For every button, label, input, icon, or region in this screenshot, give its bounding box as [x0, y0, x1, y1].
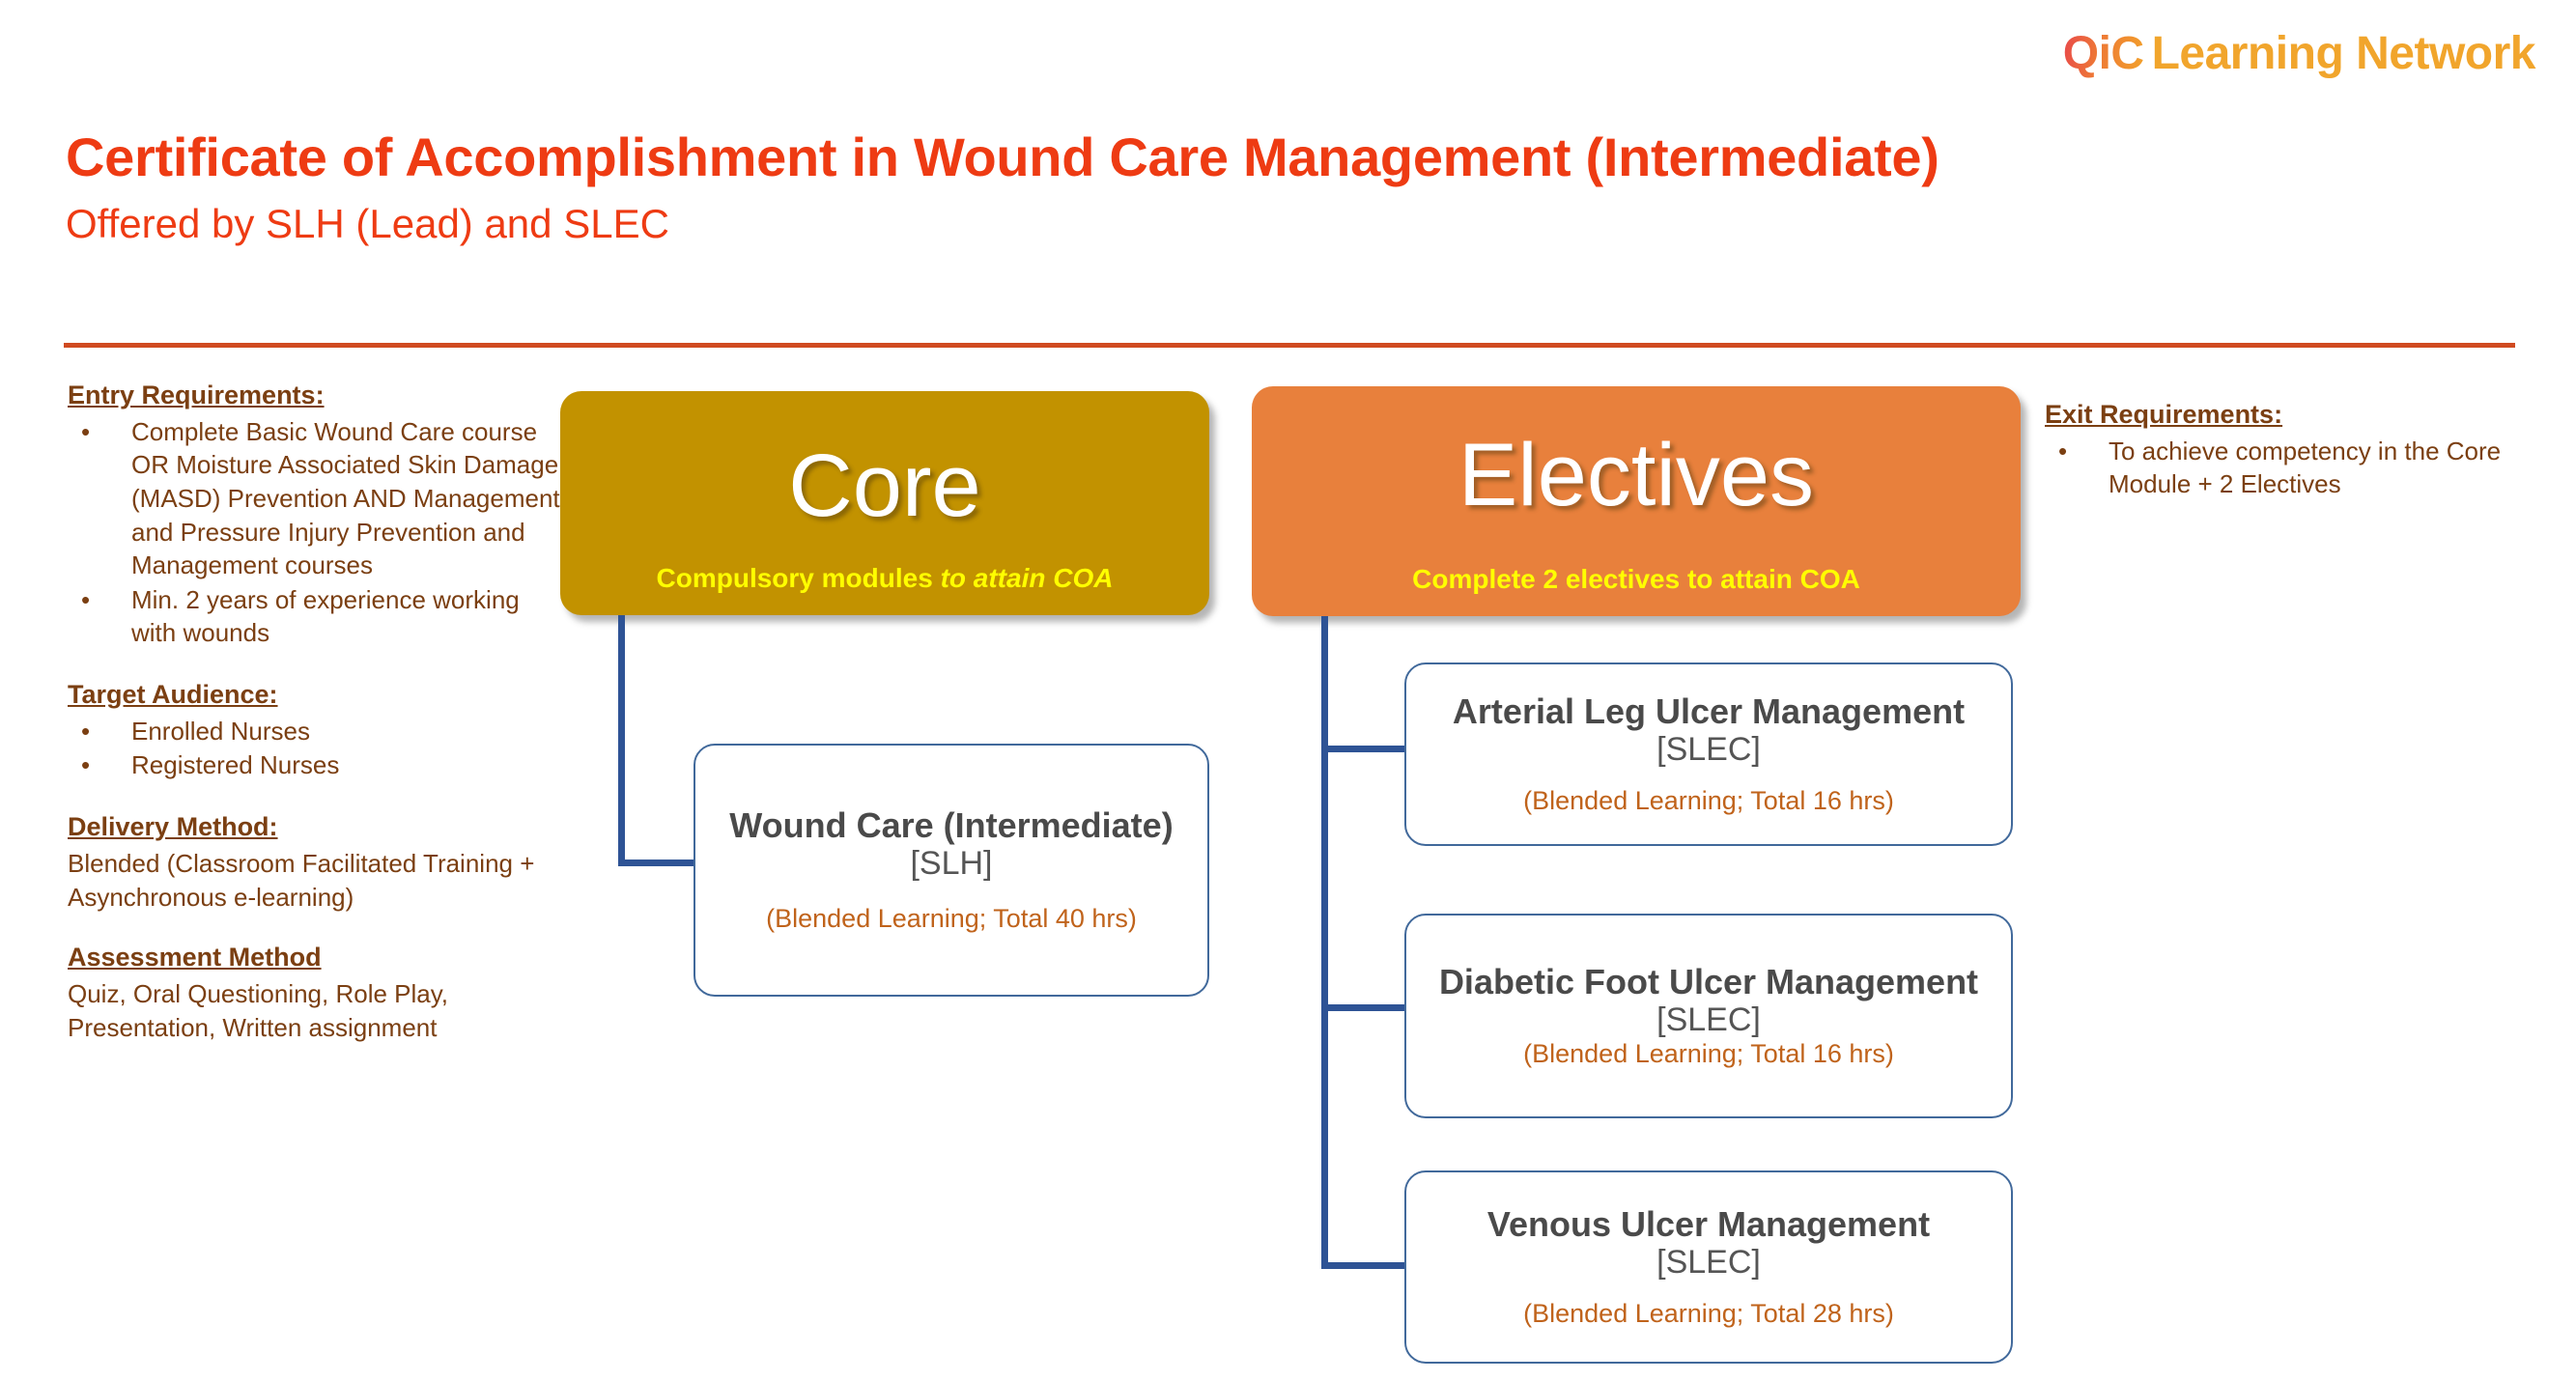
- target-audience-heading: Target Audience:: [68, 679, 278, 709]
- target-audience-list: • Enrolled Nurses • Registered Nurses: [68, 715, 570, 782]
- core-subtitle-plain: Compulsory modules: [656, 563, 941, 594]
- module-card-venous-ulcer[interactable]: Venous Ulcer Management [SLEC] (Blended …: [1404, 1170, 2013, 1364]
- entry-requirements-list: • Complete Basic Wound Care course OR Moi…: [68, 415, 570, 650]
- electives-connector-trunk: [1321, 616, 1328, 1269]
- module-provider-code: [SLEC]: [1656, 731, 1761, 769]
- bullet-icon: •: [81, 750, 91, 780]
- assessment-method-heading: Assessment Method: [68, 943, 322, 972]
- core-category-subtitle: Compulsory modules to attain COA: [560, 563, 1209, 594]
- list-item-text: Registered Nurses: [131, 750, 340, 780]
- list-item-text: Enrolled Nurses: [131, 716, 310, 746]
- bullet-icon: •: [81, 584, 91, 614]
- bullet-icon: •: [81, 716, 91, 746]
- bullet-icon: •: [2058, 436, 2068, 465]
- header-divider-rule: [64, 343, 2515, 348]
- core-subtitle-italic: to attain COA: [940, 563, 1114, 594]
- module-hours: (Blended Learning; Total 16 hrs): [1523, 1039, 1894, 1069]
- delivery-method-heading: Delivery Method:: [68, 812, 278, 842]
- module-hours: (Blended Learning; Total 16 hrs): [1523, 786, 1894, 816]
- module-hours: (Blended Learning; Total 28 hrs): [1523, 1299, 1894, 1329]
- page-subtitle: Offered by SLH (Lead) and SLEC: [66, 201, 669, 246]
- module-title: Arterial Leg Ulcer Management: [1452, 690, 1966, 731]
- delivery-method-text: Blended (Classroom Facilitated Training …: [68, 848, 535, 912]
- entry-requirements-heading: Entry Requirements:: [68, 380, 325, 409]
- list-item: • Enrolled Nurses: [68, 715, 570, 748]
- exit-requirements-list: • To achieve competency in the Core Modul…: [2045, 435, 2508, 501]
- core-category-title: Core: [788, 437, 981, 535]
- electives-category-subtitle: Complete 2 electives to attain COA: [1412, 564, 1860, 595]
- core-connector-branch: [618, 860, 699, 866]
- logo-suffix-text: Learning Network: [2151, 28, 2536, 79]
- list-item: • Registered Nurses: [68, 748, 570, 782]
- list-item-text: Complete Basic Wound Care course OR Mois…: [131, 416, 560, 580]
- module-provider-code: [SLEC]: [1656, 1001, 1761, 1039]
- module-title: Venous Ulcer Management: [1486, 1203, 1931, 1244]
- left-info-column: Entry Requirements: • Complete Basic Woun…: [68, 379, 570, 1044]
- logo-brand-text: QiC: [2062, 28, 2144, 79]
- module-card-arterial-leg-ulcer[interactable]: Arterial Leg Ulcer Management [SLEC] (Bl…: [1404, 662, 2013, 846]
- electives-connector-branch-1: [1321, 746, 1410, 752]
- list-item: • To achieve competency in the Core Modul…: [2045, 435, 2508, 501]
- right-info-column: Exit Requirements: • To achieve competenc…: [2045, 398, 2508, 502]
- bullet-icon: •: [81, 416, 91, 446]
- module-provider-code: [SLEC]: [1656, 1244, 1761, 1282]
- list-item: • Complete Basic Wound Care course OR Moi…: [68, 415, 570, 582]
- module-card-diabetic-foot-ulcer[interactable]: Diabetic Foot Ulcer Management [SLEC] (B…: [1404, 914, 2013, 1118]
- module-title: Diabetic Foot Ulcer Management: [1438, 961, 1979, 1001]
- module-title: Wound Care (Intermediate): [729, 804, 1174, 845]
- electives-category-title: Electives: [1458, 426, 1815, 524]
- exit-requirements-heading: Exit Requirements:: [2045, 400, 2283, 429]
- spacer: [68, 783, 570, 810]
- module-hours: (Blended Learning; Total 40 hrs): [766, 904, 1137, 934]
- electives-connector-branch-3: [1321, 1262, 1410, 1269]
- core-connector-trunk: [618, 615, 625, 866]
- electives-category-box[interactable]: Electives Complete 2 electives to attain…: [1252, 386, 2021, 616]
- core-category-box[interactable]: Core Compulsory modules to attain COA: [560, 391, 1209, 615]
- page-title: Certificate of Accomplishment in Wound C…: [66, 127, 1939, 187]
- list-item-text: Min. 2 years of experience working with …: [131, 584, 520, 648]
- module-card-wound-care[interactable]: Wound Care (Intermediate) [SLH] (Blended…: [694, 744, 1209, 997]
- spacer: [68, 914, 570, 941]
- list-item-text: To achieve competency in the Core Module…: [2109, 436, 2502, 499]
- assessment-method-text: Quiz, Oral Questioning, Role Play, Prese…: [68, 978, 449, 1042]
- list-item: • Min. 2 years of experience working with…: [68, 583, 570, 650]
- electives-connector-branch-2: [1321, 1004, 1410, 1011]
- module-provider-code: [SLH]: [910, 845, 993, 883]
- spacer: [68, 651, 570, 678]
